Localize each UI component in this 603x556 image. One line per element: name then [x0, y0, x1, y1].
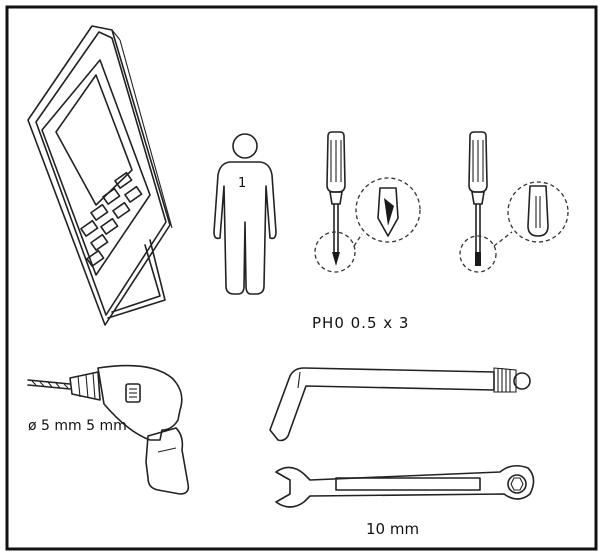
hex-key-icon — [269, 367, 531, 442]
tablet-keypad — [80, 171, 143, 267]
wrench-size-label: 10 mm — [366, 520, 420, 538]
person-icon — [213, 133, 277, 295]
person-count-label: 1 — [238, 176, 247, 191]
diagram-border — [5, 5, 598, 551]
power-drill-icon — [27, 364, 190, 495]
drill-bit-spec-label: ø 5 mm 5 mm — [28, 418, 127, 434]
tablet-device-icon — [27, 25, 173, 326]
flathead-screwdriver-icon — [459, 131, 569, 273]
combination-wrench-icon — [275, 464, 535, 508]
phillips-screwdriver-icon — [314, 131, 421, 273]
screwdriver-spec-label: PH0 0.5 x 3 — [312, 314, 410, 332]
